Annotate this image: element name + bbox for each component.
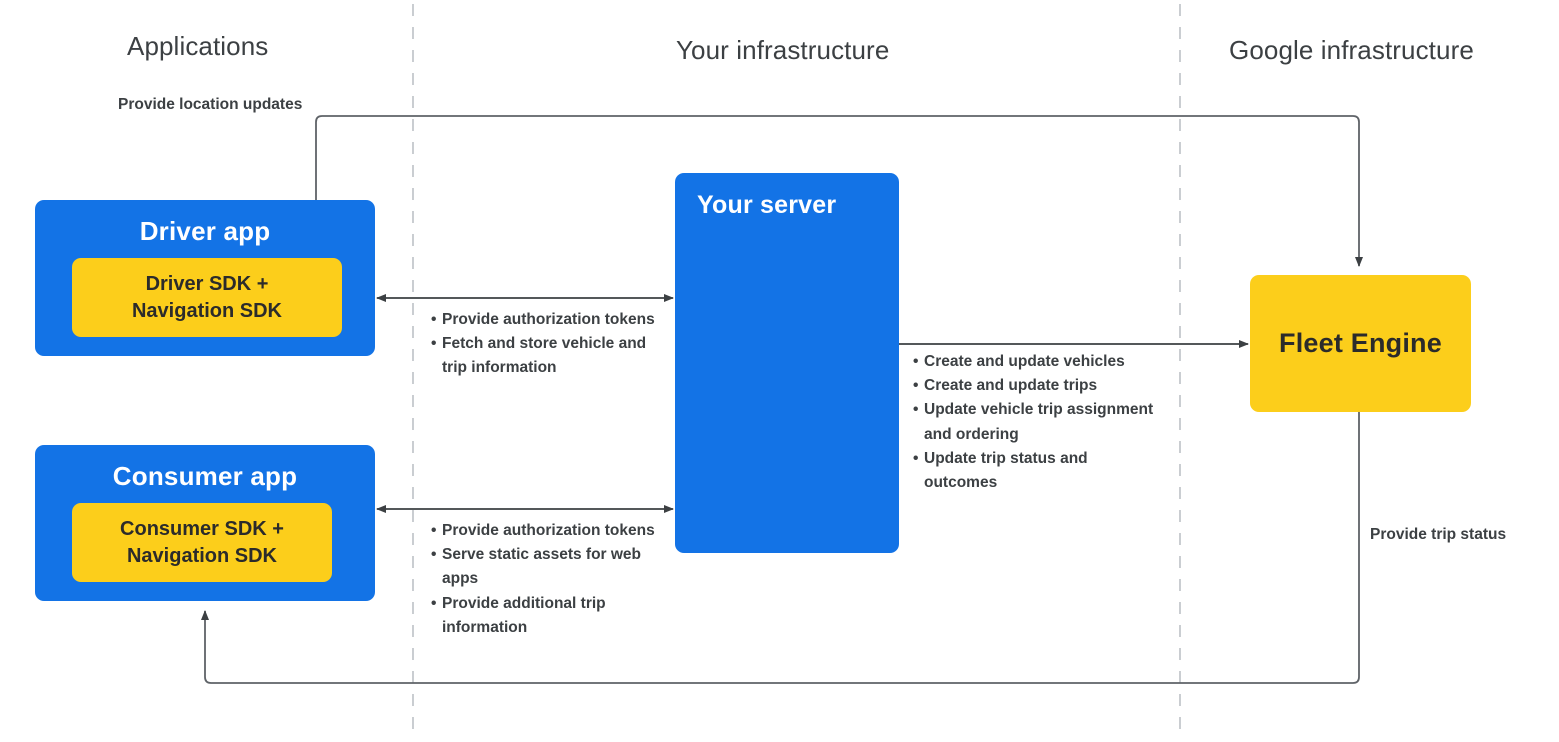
annotation-bullet: Create and update vehicles (913, 350, 1163, 374)
annotation-consumer-server: Provide authorization tokensServe static… (431, 519, 661, 640)
edge-label-provide-location-updates: Provide location updates (118, 96, 303, 113)
annotation-bullet: Fetch and store vehicle and trip informa… (431, 332, 661, 380)
column-header-your-infrastructure: Your infrastructure (676, 35, 890, 65)
node-fleet-engine[interactable]: Fleet Engine (1250, 275, 1471, 412)
edge-label-provide-trip-status: Provide trip status (1370, 526, 1507, 543)
annotation-bullet: Create and update trips (913, 374, 1163, 398)
node-driver-sdk-line2: Navigation SDK (131, 299, 283, 322)
node-driver-sdk-text: Driver SDK + Navigation SDK (72, 258, 342, 337)
annotation-bullet: Serve static assets for web apps (431, 543, 661, 591)
annotation-bullet: Update trip status and outcomes (913, 447, 1163, 495)
node-fleet-engine-title: Fleet Engine (1279, 328, 1442, 358)
annotation-bullet: Provide authorization tokens (431, 519, 661, 543)
node-your-server[interactable]: Your server (675, 173, 899, 553)
annotation-consumer-server-list: Provide authorization tokensServe static… (431, 519, 661, 640)
node-driver-app-title: Driver app (139, 216, 271, 246)
node-driver-sdk-line1: Driver SDK + (145, 273, 269, 296)
annotation-server-fleet: Create and update vehiclesCreate and upd… (913, 350, 1163, 495)
node-consumer-sdk-line1: Consumer SDK + (120, 518, 284, 541)
node-driver-sdk[interactable]: Driver SDK + Navigation SDK (72, 258, 342, 337)
node-driver-app[interactable]: Driver app Driver SDK + Navigation SDK (35, 200, 375, 356)
annotation-server-fleet-list: Create and update vehiclesCreate and upd… (913, 350, 1163, 495)
annotation-bullet: Provide additional trip information (431, 592, 661, 640)
node-consumer-sdk-line2: Navigation SDK (126, 544, 278, 567)
annotation-bullet: Update vehicle trip assignment and order… (913, 398, 1163, 446)
node-consumer-app-title: Consumer app (112, 461, 298, 491)
column-header-applications: Applications (127, 31, 269, 61)
annotation-driver-server-list: Provide authorization tokensFetch and st… (431, 308, 661, 381)
annotation-driver-server: Provide authorization tokensFetch and st… (431, 308, 661, 381)
node-consumer-sdk[interactable]: Consumer SDK + Navigation SDK (72, 503, 332, 582)
column-header-google-infrastructure: Google infrastructure (1229, 35, 1474, 65)
annotation-bullet: Provide authorization tokens (431, 308, 661, 332)
node-consumer-app[interactable]: Consumer app Consumer SDK + Navigation S… (35, 445, 375, 601)
node-your-server-title: Your server (697, 191, 837, 219)
node-consumer-sdk-text: Consumer SDK + Navigation SDK (72, 503, 332, 582)
